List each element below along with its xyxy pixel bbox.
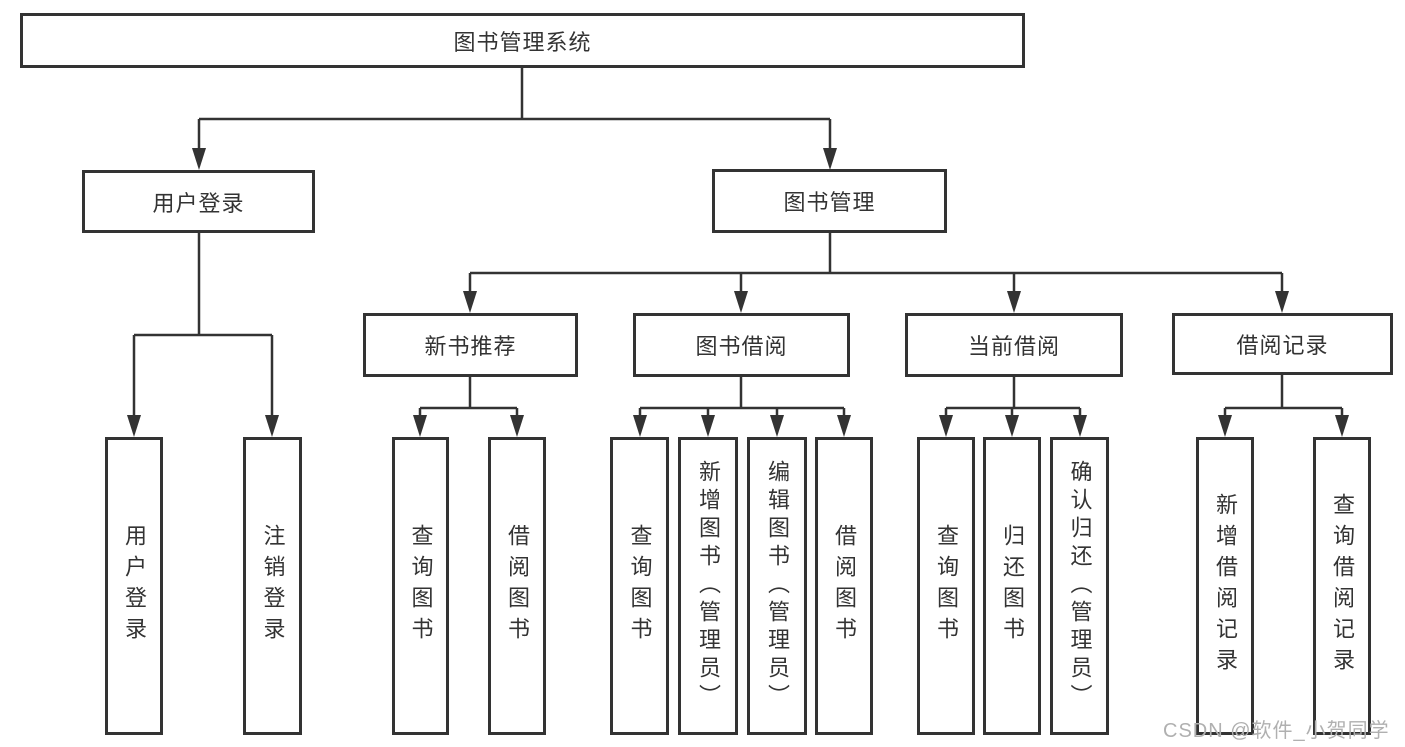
leaf-label: 确认归还（管理员）: [1067, 460, 1093, 712]
node-label: 图书借阅: [695, 334, 788, 359]
leaf-label: 查询图书: [408, 524, 434, 648]
leaf-label: 新增借阅记录: [1213, 493, 1238, 679]
leaf-label: 借阅图书: [832, 524, 857, 648]
leaf-label: 查询图书: [627, 524, 653, 648]
arrowheads: [127, 148, 1349, 437]
node-label: 新书推荐: [424, 334, 517, 359]
node-user-login: 用户登录: [82, 170, 315, 233]
node-label: 用户登录: [152, 190, 245, 216]
leaf-query-books-current: 查询图书: [917, 437, 975, 735]
leaf-label: 归还图书: [1000, 524, 1025, 648]
leaf-query-borrow-record: 查询借阅记录: [1313, 437, 1371, 735]
leaf-label: 用户登录: [122, 524, 147, 648]
leaf-add-borrow-record: 新增借阅记录: [1196, 437, 1254, 735]
leaf-label: 新增图书（管理员）: [696, 460, 721, 712]
leaf-confirm-return-admin: 确认归还（管理员）: [1050, 437, 1109, 735]
leaf-edit-books-admin: 编辑图书（管理员）: [747, 437, 807, 735]
leaf-label: 注销登录: [260, 524, 286, 648]
node-current-borrowing: 当前借阅: [905, 313, 1123, 377]
leaf-query-books-recommend: 查询图书: [392, 437, 449, 735]
node-label: 借阅记录: [1236, 333, 1329, 358]
leaf-return-books: 归还图书: [983, 437, 1041, 735]
node-label: 图书管理: [783, 190, 876, 215]
leaf-label: 查询借阅记录: [1330, 493, 1355, 679]
leaf-user-login: 用户登录: [105, 437, 163, 735]
leaf-logout-login: 注销登录: [243, 437, 302, 735]
node-new-book-recommendation: 新书推荐: [363, 313, 578, 377]
node-book-borrowing: 图书借阅: [633, 313, 850, 377]
leaf-query-books-borrowing: 查询图书: [610, 437, 669, 735]
leaf-label: 借阅图书: [505, 524, 530, 648]
leaf-add-books-admin: 新增图书（管理员）: [678, 437, 738, 735]
leaf-label: 查询图书: [934, 524, 959, 648]
node-label: 图书管理系统: [453, 29, 592, 55]
node-library-management-system: 图书管理系统: [20, 13, 1025, 68]
leaf-borrow-books-recommend: 借阅图书: [488, 437, 546, 735]
node-label: 当前借阅: [967, 334, 1060, 359]
watermark-text: CSDN @软件_小贺同学: [1163, 720, 1390, 742]
leaf-borrow-books: 借阅图书: [815, 437, 873, 735]
node-borrowing-records: 借阅记录: [1172, 313, 1393, 375]
leaf-label: 编辑图书（管理员）: [765, 460, 790, 712]
node-book-management: 图书管理: [712, 169, 947, 233]
